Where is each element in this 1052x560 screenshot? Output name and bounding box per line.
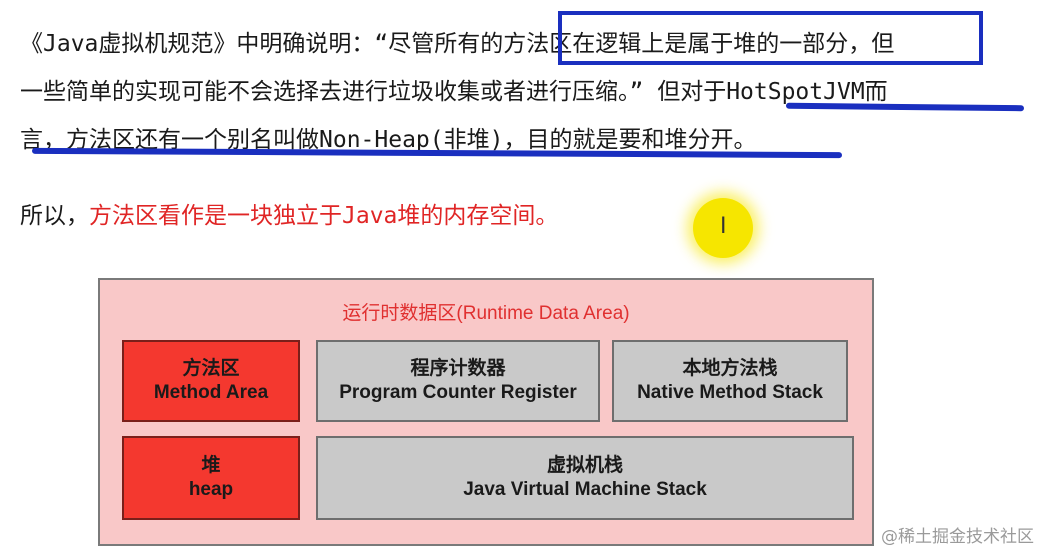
- highlight-box-annotation: [558, 11, 983, 65]
- watermark: @稀土掘金技术社区: [881, 527, 1034, 547]
- paragraph-line-3: 言，方法区还有一个别名叫做Non-Heap(非堆)，目的就是要和堆分开。: [20, 127, 757, 153]
- conclusion-sentence: 所以，方法区看作是一块独立于Java堆的内存空间。: [20, 192, 558, 240]
- paragraph-line-1: 《Java虚拟机规范》中明确说明：“尽管所有的方法区在逻辑上是属于堆的一部分，但: [20, 31, 895, 57]
- method-area-cn: 方法区: [182, 358, 240, 379]
- program-counter-box: 程序计数器 Program Counter Register: [316, 340, 600, 422]
- heap-box: 堆 heap: [122, 436, 300, 520]
- heap-en: heap: [188, 479, 234, 500]
- jvm-stack-box: 虚拟机栈 Java Virtual Machine Stack: [316, 436, 854, 520]
- runtime-data-area-diagram: 运行时数据区(Runtime Data Area) 方法区 Method Are…: [98, 278, 874, 546]
- conclusion-highlight: 方法区看作是一块独立于Java堆的内存空间。: [89, 203, 559, 229]
- native-method-stack-box: 本地方法栈 Native Method Stack: [612, 340, 848, 422]
- text-cursor-icon: I: [720, 214, 727, 239]
- native-method-stack-en: Native Method Stack: [637, 382, 823, 403]
- program-counter-cn: 程序计数器: [410, 358, 506, 379]
- paragraph-line-2: 一些简单的实现可能不会选择去进行垃圾收集或者进行压缩。” 但对于HotSpotJ…: [20, 79, 888, 105]
- cursor-highlight: I: [693, 198, 753, 258]
- spec-paragraph: 《Java虚拟机规范》中明确说明：“尽管所有的方法区在逻辑上是属于堆的一部分，但…: [20, 20, 1035, 164]
- runtime-data-area-title: 运行时数据区(Runtime Data Area): [342, 303, 630, 324]
- method-area-box: 方法区 Method Area: [122, 340, 300, 422]
- jvm-stack-cn: 虚拟机栈: [546, 455, 623, 476]
- jvm-stack-en: Java Virtual Machine Stack: [463, 479, 707, 500]
- native-method-stack-cn: 本地方法栈: [682, 358, 778, 379]
- conclusion-prefix: 所以，: [20, 203, 89, 229]
- heap-cn: 堆: [201, 455, 221, 476]
- program-counter-en: Program Counter Register: [339, 382, 577, 403]
- method-area-en: Method Area: [153, 382, 269, 403]
